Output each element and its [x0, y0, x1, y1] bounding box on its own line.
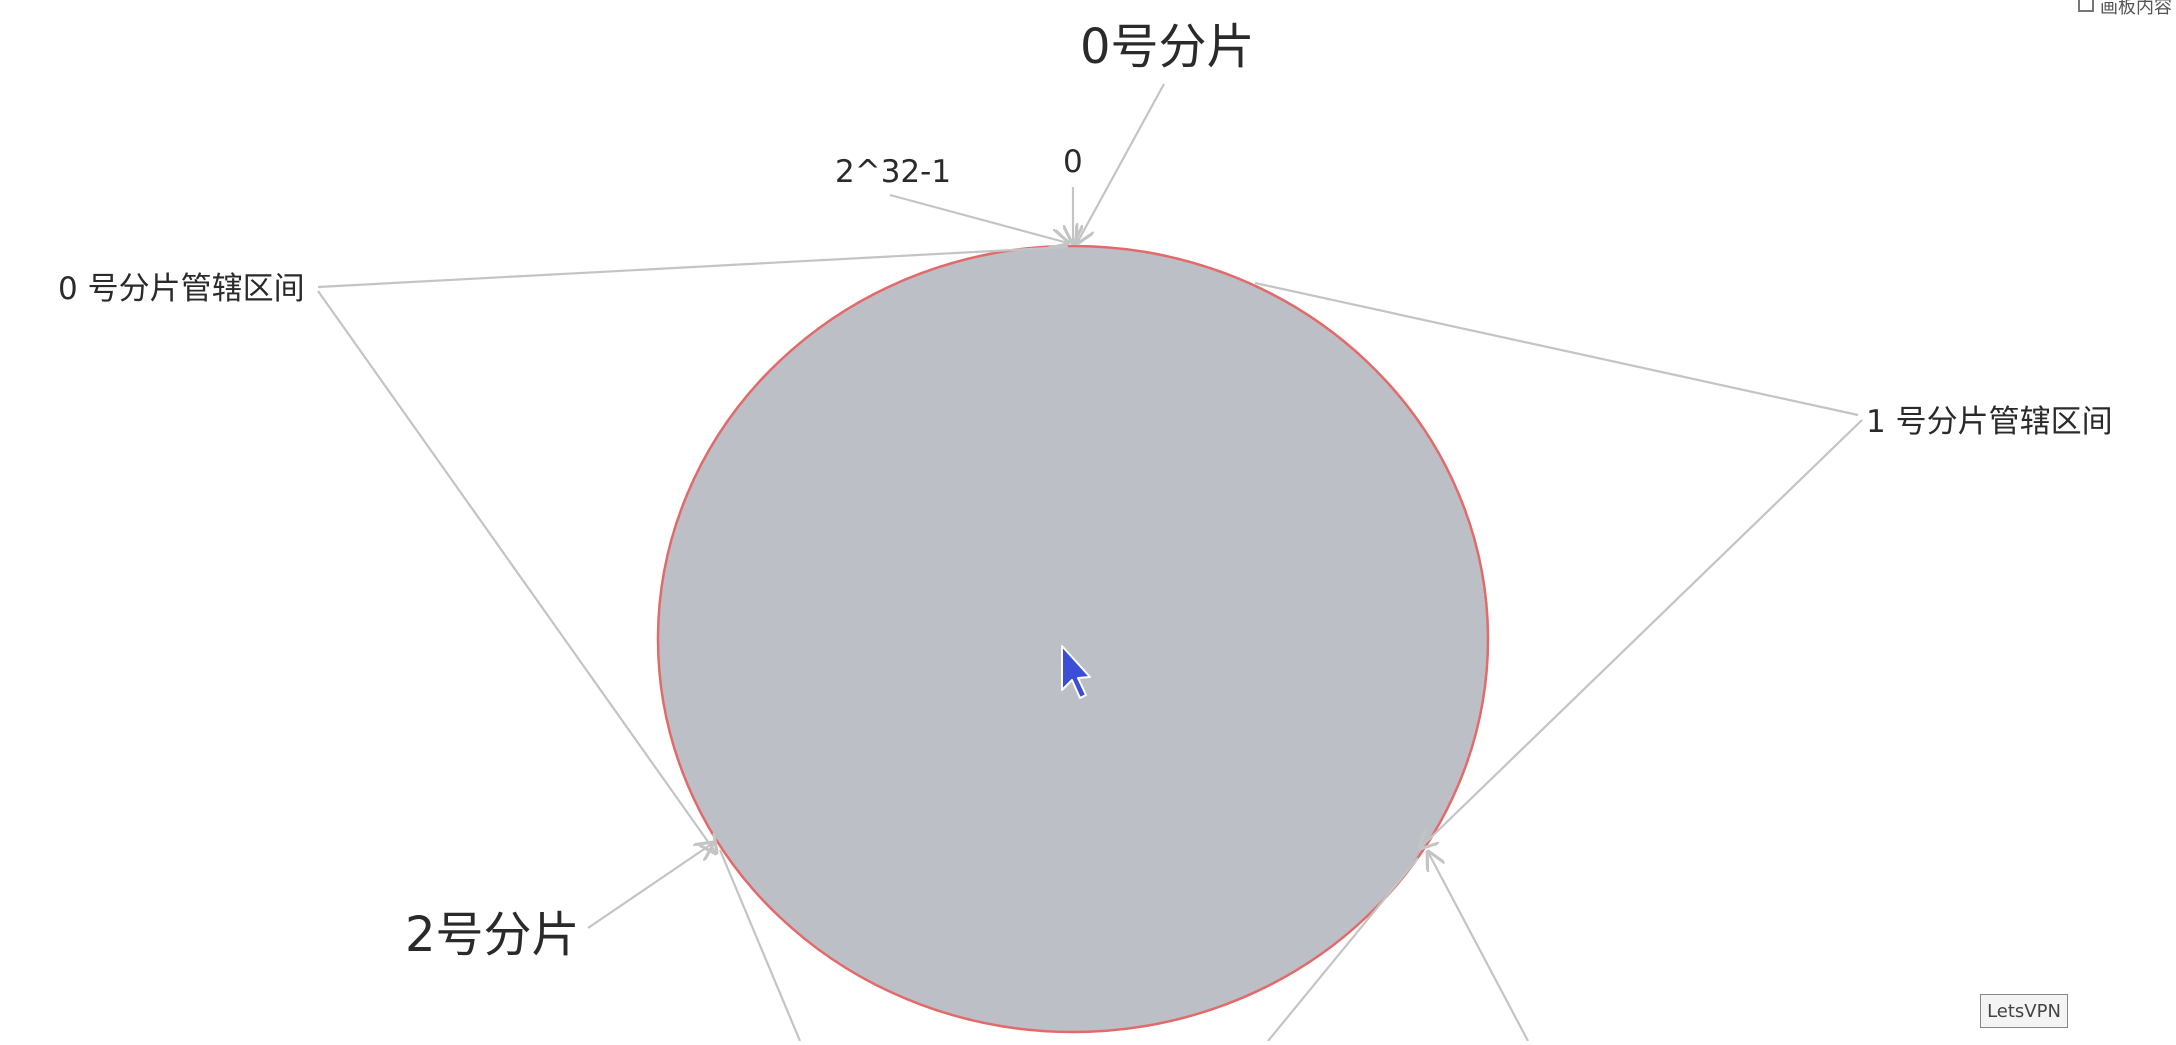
connector-shard1-range-bottom: [1420, 419, 1863, 848]
connector-bottom-left: [718, 849, 802, 1042]
label-shard0-title: 0号分片: [1080, 19, 1255, 75]
connector-bottom-right: [1428, 852, 1529, 1042]
label-shard2-title: 2号分片: [405, 907, 580, 963]
connector-shard0-title: [1077, 83, 1165, 243]
board-content-button[interactable]: 画板内容: [2078, 0, 2176, 20]
connector-shard1-range-top: [1254, 281, 1859, 417]
connector-shard0-range-top: [317, 245, 1069, 289]
connector-max: [889, 193, 1068, 243]
label-shard0-range: 0 号分片管辖区间: [58, 271, 305, 307]
connector-bottom-mid: [1267, 857, 1419, 1042]
mouse-cursor-icon: [1061, 645, 1091, 699]
board-content-label: 画板内容: [2100, 0, 2172, 18]
vpn-badge[interactable]: LetsVPN: [1980, 994, 2068, 1028]
label-shard1-range: 1 号分片管辖区间: [1866, 404, 2113, 440]
board-icon: [2078, 0, 2094, 12]
label-zero: 0: [1063, 144, 1083, 180]
label-max-value: 2^32-1: [835, 154, 951, 190]
connector-shard0-range-bottom: [317, 290, 716, 853]
connector-shard2-title: [587, 843, 713, 929]
hash-ring[interactable]: [656, 244, 1490, 1034]
